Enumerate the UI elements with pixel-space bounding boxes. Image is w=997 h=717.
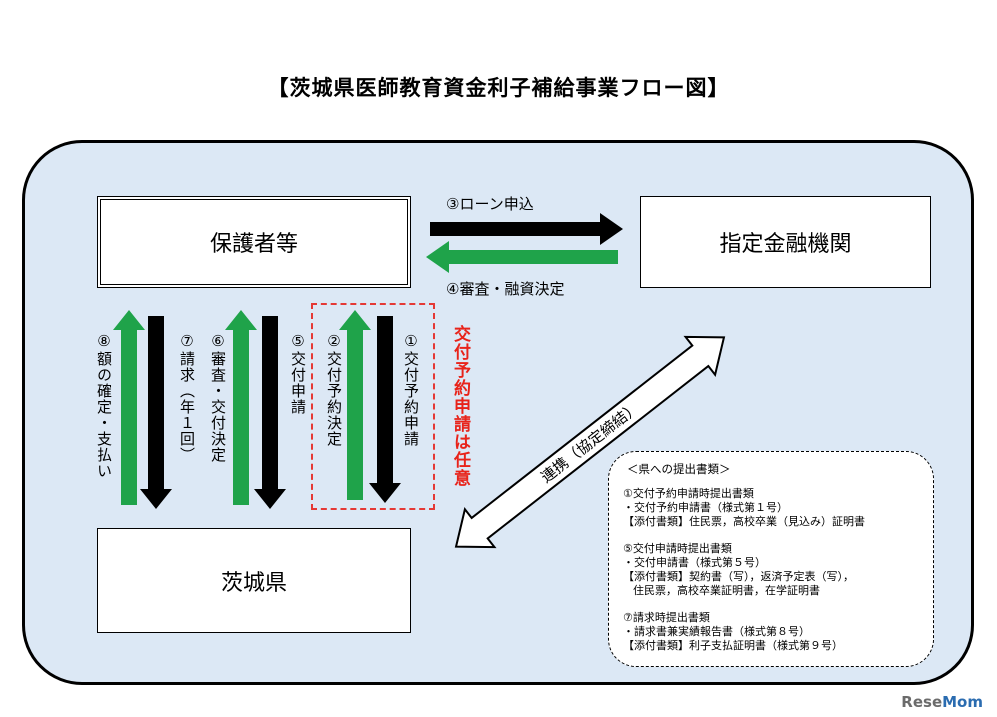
documents-section-1: ①交付予約申請時提出書類 ・交付予約申請書（様式第１号） 【添付書類】住民票，高… <box>623 487 919 529</box>
documents-section-title: ⑤交付申請時提出書類 <box>623 542 732 555</box>
arrow-f5-down <box>254 316 286 509</box>
documents-line: 【添付書類】契約書（写），返済予定表（写）， <box>623 570 854 583</box>
documents-heading: ＜県への提出書類＞ <box>627 462 731 476</box>
documents-line: ・交付予約申請書（様式第１号） <box>623 501 788 514</box>
documents-box: ＜県への提出書類＞ ①交付予約申請時提出書類 ・交付予約申請書（様式第１号） 【… <box>608 451 934 667</box>
arrow-f7-down <box>140 316 172 509</box>
label-f6: ⑥審査・交付決定 <box>209 332 227 463</box>
logo-part2: Mom <box>942 693 983 711</box>
arrow-f1-down <box>369 316 401 503</box>
optional-group-border <box>311 303 435 510</box>
arrow-screening-decision <box>426 241 618 273</box>
documents-section-title: ⑦請求時提出書類 <box>623 611 710 624</box>
label-f2: ②交付予約決定 <box>325 332 343 447</box>
arrow-f8-up <box>113 310 145 505</box>
resemom-logo: ReseMom <box>901 693 983 711</box>
label-loan-application: ③ローン申込 <box>446 195 534 213</box>
node-bank: 指定金融機関 <box>640 196 931 288</box>
node-guardian-label: 保護者等 <box>209 232 298 257</box>
label-f1: ①交付予約申請 <box>402 332 420 447</box>
documents-line: 住民票，高校卒業証明書，在学証明書 <box>633 584 820 597</box>
documents-line: 【添付書類】利子支払証明書（様式第９号） <box>623 639 843 652</box>
documents-line: ・請求書兼実績報告書（様式第８号） <box>623 625 810 638</box>
node-prefecture-label: 茨城県 <box>220 570 287 596</box>
page-title: 【茨城県医師教育資金利子補給事業フロー図】 <box>267 76 730 100</box>
arrow-f6-up <box>225 310 257 505</box>
documents-section-7: ⑦請求時提出書類 ・請求書兼実績報告書（様式第８号） 【添付書類】利子支払証明書… <box>623 611 919 653</box>
arrow-f2-up <box>339 310 371 500</box>
label-f5: ⑤交付申請 <box>289 332 307 415</box>
arrow-loan-application <box>430 213 623 245</box>
node-prefecture: 茨城県 <box>97 528 411 633</box>
documents-line: ・交付申請書（様式第５号） <box>623 556 766 569</box>
node-guardian: 保護者等 <box>97 196 411 288</box>
label-f8: ⑧額の確定・支払い <box>95 332 113 479</box>
node-bank-label: 指定金融機関 <box>719 232 852 257</box>
documents-section-title: ①交付予約申請時提出書類 <box>623 487 754 500</box>
documents-section-5: ⑤交付申請時提出書類 ・交付申請書（様式第５号） 【添付書類】契約書（写），返済… <box>623 542 919 598</box>
label-screening-decision: ④審査・融資決定 <box>446 280 565 298</box>
arrow-cooperation <box>454 335 726 549</box>
optional-note: 交付予約申請は任意 <box>450 325 470 487</box>
documents-line: 【添付書類】住民票，高校卒業（見込み）証明書 <box>623 515 865 528</box>
label-f7: ⑦請求（年１回） <box>178 332 196 463</box>
logo-part1: Rese <box>901 693 943 711</box>
